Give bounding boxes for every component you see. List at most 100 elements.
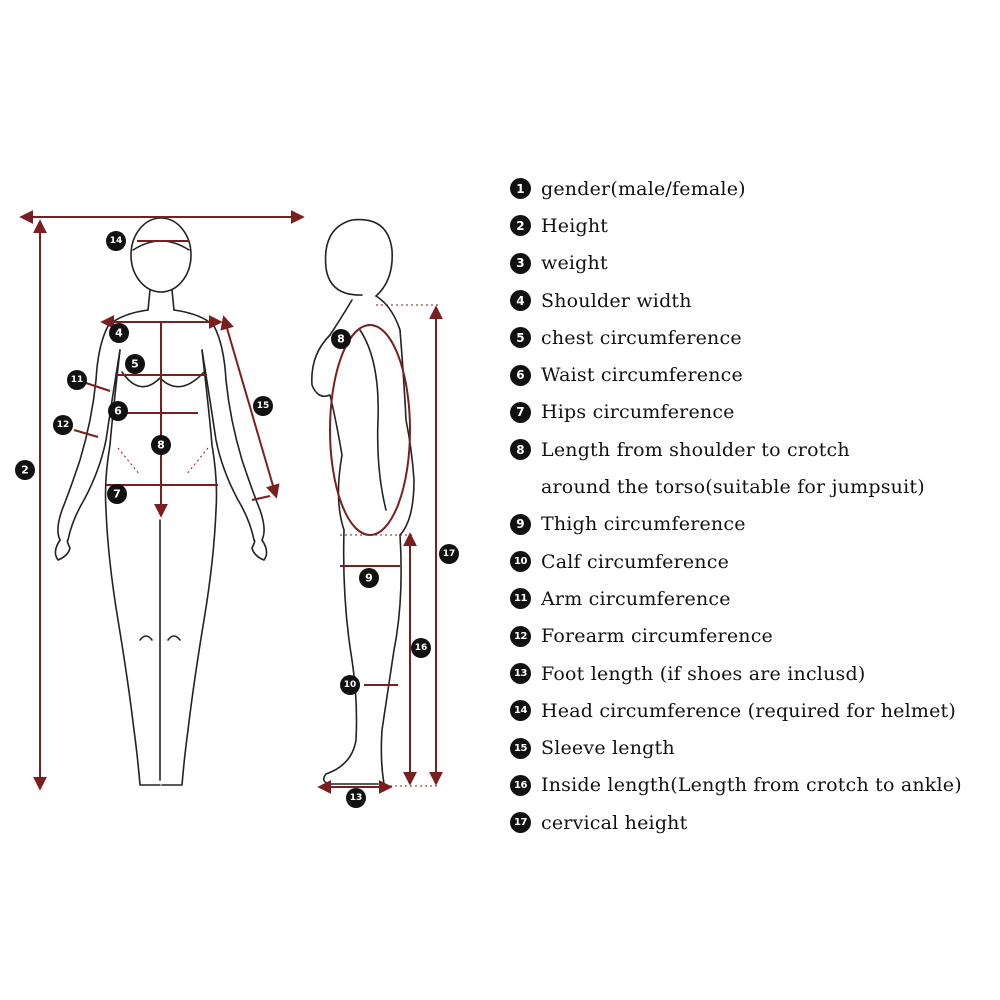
marker-11: 11: [67, 370, 87, 390]
legend-number-badge: 1: [510, 178, 531, 200]
marker-4: 4: [109, 323, 129, 343]
line-sleeve: [220, 315, 280, 499]
legend-item: 6 Waist circumference: [510, 356, 990, 393]
legend-number-badge: 15: [510, 737, 531, 759]
measurement-lines: [19, 210, 443, 794]
svg-text:16: 16: [415, 643, 428, 653]
marker-17: 17: [439, 544, 459, 564]
svg-text:8: 8: [337, 333, 345, 346]
line-wrist: [251, 495, 271, 501]
legend-number-badge: 2: [510, 215, 531, 237]
svg-text:5: 5: [131, 358, 139, 371]
svg-text:2: 2: [21, 464, 29, 477]
marker-5: 5: [125, 354, 145, 374]
legend-number-badge: 9: [510, 513, 531, 535]
line-forearm-circ: [73, 429, 99, 438]
svg-text:14: 14: [110, 236, 123, 246]
measurement-legend: 1 gender(male/female) 2 Height 3 weight 4 Sh…: [510, 170, 990, 841]
legend-item: 9 Thigh circumference: [510, 506, 990, 543]
marker-8-front: 8: [151, 435, 171, 455]
marker-15: 15: [253, 396, 273, 416]
svg-text:9: 9: [365, 572, 373, 585]
legend-label: Waist circumference: [541, 364, 743, 387]
legend-item: 2 Height: [510, 207, 990, 244]
marker-9: 9: [359, 568, 379, 588]
legend-number-badge: 14: [510, 700, 531, 722]
legend-number-badge: 7: [510, 401, 531, 423]
svg-text:7: 7: [113, 488, 121, 501]
legend-label: Height: [541, 214, 609, 237]
svg-text:4: 4: [115, 327, 123, 340]
front-hair-line: [132, 240, 190, 251]
legend-item: 1 gender(male/female): [510, 170, 990, 207]
guide-hip-right: [185, 447, 209, 476]
marker-8-side: 8: [331, 329, 351, 349]
front-knees: [139, 635, 181, 641]
legend-label: Head circumference (required for helmet): [541, 699, 957, 722]
legend-item: 3 weight: [510, 245, 990, 282]
legend-label: Calf circumference: [541, 550, 730, 573]
marker-16: 16: [411, 638, 431, 658]
legend-label: cervical height: [541, 811, 688, 834]
legend-number-badge: 6: [510, 364, 531, 386]
legend-item: 7 Hips circumference: [510, 394, 990, 431]
legend-number-badge: 8: [510, 439, 531, 461]
line-torso-loop: [329, 324, 411, 536]
svg-text:13: 13: [350, 793, 363, 803]
legend-label: Hips circumference: [541, 401, 735, 424]
side-arm: [359, 329, 387, 511]
legend-label: Shoulder width: [541, 289, 692, 312]
legend-item: 10 Calf circumference: [510, 543, 990, 580]
legend-number-badge: 12: [510, 625, 531, 647]
legend-label: gender(male/female): [541, 177, 746, 200]
legend-label: weight: [541, 252, 608, 275]
front-hand-right: [251, 539, 268, 561]
svg-text:12: 12: [57, 420, 70, 430]
legend-number-badge: 11: [510, 588, 531, 610]
svg-text:8: 8: [157, 439, 165, 452]
front-hand-left: [54, 539, 71, 561]
legend-number-badge: 16: [510, 774, 531, 796]
legend-number-badge: 5: [510, 327, 531, 349]
side-head: [324, 218, 393, 297]
legend-number-badge: 3: [510, 252, 531, 274]
marker-14: 14: [106, 231, 126, 251]
svg-text:17: 17: [443, 549, 456, 559]
front-inner-arm-left: [67, 349, 121, 541]
legend-item: 17 cervical height: [510, 804, 990, 841]
marker-6: 6: [108, 401, 128, 421]
legend-label: Inside length(Length from crotch to ankl…: [541, 774, 962, 797]
guide-hip-left: [117, 447, 141, 476]
legend-number-badge: 17: [510, 812, 531, 834]
svg-text:10: 10: [344, 680, 357, 690]
side-neck-back: [375, 295, 401, 331]
legend-item: 4 Shoulder width: [510, 282, 990, 319]
front-neck: [147, 289, 175, 311]
guide-dotted-lines: [117, 304, 438, 787]
front-head: [130, 217, 192, 293]
marker-2: 2: [15, 460, 35, 480]
legend-item: 13 Foot length (if shoes are inclusd): [510, 655, 990, 692]
legend-label: Length from shoulder to crotch: [541, 438, 850, 461]
svg-text:6: 6: [114, 405, 122, 418]
side-neck-front: [329, 299, 353, 336]
legend-label: chest circumference: [541, 326, 742, 349]
legend-number-badge: 4: [510, 290, 531, 312]
legend-label: around the torso(suitable for jumpsuit): [541, 476, 925, 499]
front-inner-arm-right: [201, 349, 255, 541]
legend-label: Foot length (if shoes are inclusd): [541, 662, 866, 685]
svg-text:15: 15: [257, 401, 270, 411]
legend-item: 15 Sleeve length: [510, 729, 990, 766]
legend-number-badge: 10: [510, 551, 531, 573]
legend-label: Thigh circumference: [541, 513, 746, 536]
legend-label: Sleeve length: [541, 737, 675, 760]
marker-12: 12: [53, 415, 73, 435]
legend-label: Arm circumference: [541, 587, 731, 610]
legend-label: Forearm circumference: [541, 625, 773, 648]
marker-7: 7: [107, 484, 127, 504]
line-arm-circ: [85, 382, 111, 392]
svg-text:11: 11: [71, 375, 84, 385]
legend-number-badge: 13: [510, 663, 531, 684]
marker-13: 13: [346, 788, 366, 808]
legend-item-continuation: around the torso(suitable for jumpsuit): [510, 468, 990, 505]
